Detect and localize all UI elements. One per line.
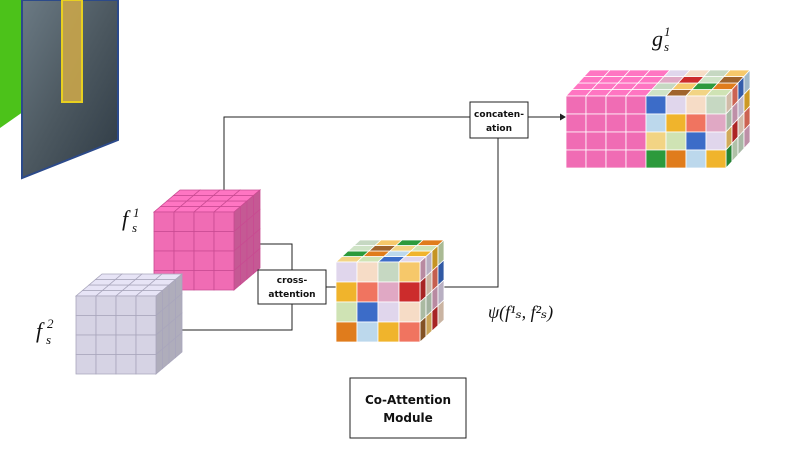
svg-text:2: 2 — [47, 316, 54, 331]
svg-text:s: s — [46, 332, 51, 347]
connector-lines — [180, 116, 560, 331]
psi-label: ψ(f¹ₛ, f²ₛ) — [488, 302, 553, 323]
svg-text:f: f — [122, 206, 131, 231]
svg-text:1: 1 — [664, 24, 671, 39]
concatenation-line2: ation — [486, 124, 512, 134]
g1-concatenated-cube — [565, 68, 751, 170]
svg-text:s: s — [132, 220, 137, 235]
concatenation-block: concaten- ation — [469, 101, 529, 139]
input-image-thumbnail — [21, 0, 119, 180]
concatenation-line1: concaten- — [474, 110, 524, 120]
cross-attention-line2: attention — [268, 290, 315, 300]
cross-attention-block: cross- attention — [257, 269, 327, 305]
svg-text:g: g — [652, 26, 663, 51]
f2-label: f s 2 — [36, 316, 54, 347]
module-title-line2: Module — [383, 411, 433, 425]
cross-attention-line1: cross- — [277, 276, 308, 286]
svg-text:f: f — [36, 318, 45, 343]
g1-label: g s 1 — [652, 24, 671, 54]
f2-feature-cube — [74, 273, 184, 375]
svg-text:ψ(f¹ₛ, f²ₛ): ψ(f¹ₛ, f²ₛ) — [488, 302, 553, 323]
svg-text:s: s — [664, 39, 669, 54]
co-attention-module-box: Co-Attention Module — [349, 377, 467, 439]
svg-text:1: 1 — [133, 205, 140, 220]
module-title-line1: Co-Attention — [365, 393, 451, 407]
f1-label: f s 1 — [122, 205, 140, 235]
psi-mosaic-cube — [334, 239, 446, 343]
